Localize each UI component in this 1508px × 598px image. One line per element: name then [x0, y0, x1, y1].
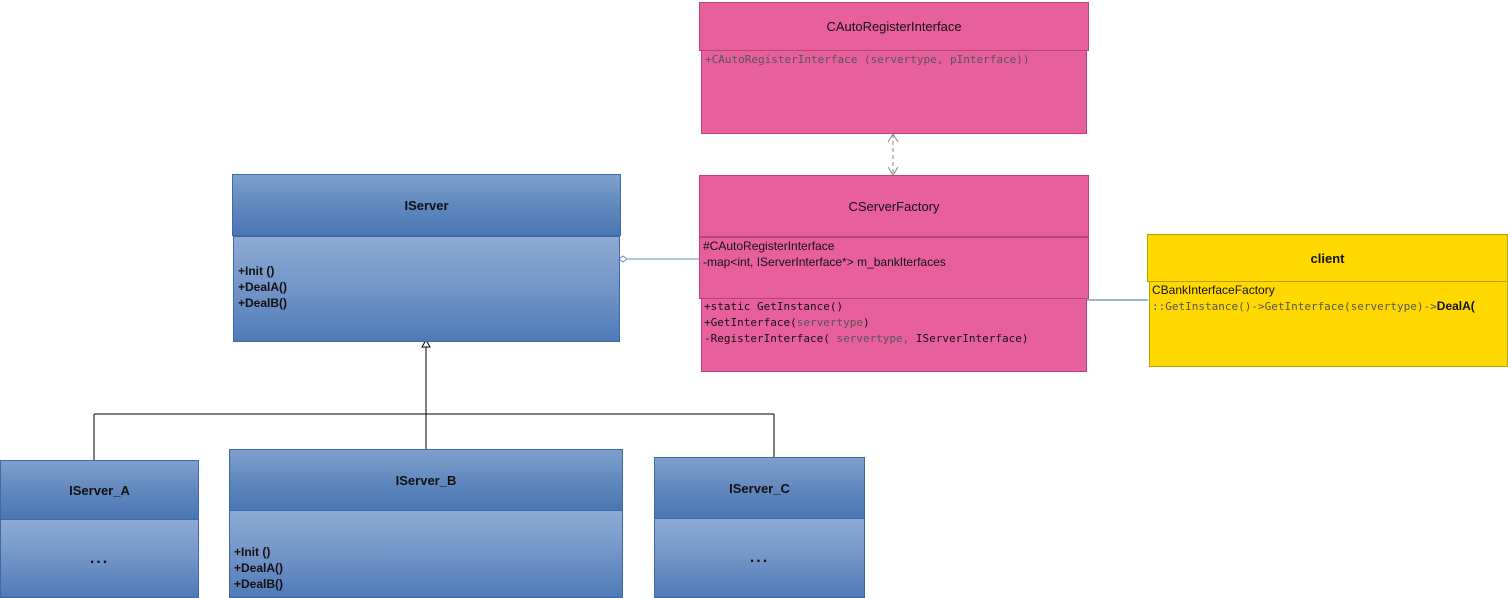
class-body: ... — [0, 519, 199, 598]
class-attributes: #CAutoRegisterInterface -map<int, IServe… — [699, 237, 1089, 299]
class-iserver-a[interactable]: IServer_A ... — [0, 460, 199, 598]
class-operations: +Init () +DealA() +DealB() — [229, 510, 623, 598]
class-cautoregisterinterface[interactable]: CAutoRegisterInterface +CAutoRegisterInt… — [699, 2, 1089, 134]
operation: +static GetInstance() — [704, 300, 844, 313]
class-body: CBankInterfaceFactory ::GetInstance()->G… — [1149, 281, 1508, 367]
class-operations: +CAutoRegisterInterface (servertype, pIn… — [701, 50, 1087, 134]
class-name: IServer — [404, 197, 449, 213]
ellipsis: ... — [749, 549, 770, 566]
class-header: IServer_B — [229, 449, 623, 511]
class-name: CServerFactory — [848, 198, 940, 214]
class-iserver-c[interactable]: IServer_C ... — [654, 457, 865, 598]
client-line: ::GetInstance()->GetInterface(servertype… — [1152, 299, 1475, 313]
class-iserver[interactable]: IServer +Init () +DealA() +DealB() — [232, 174, 621, 342]
operation: -RegisterInterface( servertype, IServerI… — [704, 332, 1029, 345]
class-header: IServer_A — [0, 460, 199, 520]
operation: +DealA() — [234, 561, 284, 575]
class-header: CServerFactory — [699, 175, 1089, 237]
class-header: client — [1147, 234, 1508, 282]
class-operations: +static GetInstance() +GetInterface(serv… — [701, 298, 1087, 372]
class-name: IServer_A — [69, 482, 130, 498]
ellipsis: ... — [89, 549, 110, 567]
class-cserverfactory[interactable]: CServerFactory #CAutoRegisterInterface -… — [699, 175, 1089, 372]
operation: +DealA() — [238, 280, 288, 294]
class-name: CAutoRegisterInterface — [826, 19, 962, 34]
operation: +DealB() — [234, 577, 284, 591]
attribute: #CAutoRegisterInterface — [703, 239, 835, 253]
class-header: CAutoRegisterInterface — [699, 2, 1089, 51]
dependency-arrow-top — [887, 133, 899, 143]
class-header: IServer — [232, 174, 621, 236]
class-body: ... — [654, 518, 865, 598]
operation: +CAutoRegisterInterface (servertype, pIn… — [705, 53, 1030, 66]
inheritance-arrowhead — [421, 338, 431, 348]
class-header: IServer_C — [654, 457, 865, 519]
class-operations: +Init () +DealA() +DealB() — [233, 236, 620, 342]
operation: +Init () — [238, 264, 275, 278]
class-name: IServer_C — [729, 480, 790, 496]
class-name: IServer_B — [395, 472, 457, 488]
client-line: CBankInterfaceFactory — [1152, 283, 1275, 297]
class-name: client — [1310, 250, 1345, 266]
class-client[interactable]: client CBankInterfaceFactory ::GetInstan… — [1147, 234, 1508, 367]
aggregation-diamond — [618, 255, 628, 263]
operation: +GetInterface(servertype) — [704, 316, 870, 329]
operation: +Init () — [234, 545, 271, 559]
class-iserver-b[interactable]: IServer_B +Init () +DealA() +DealB() — [229, 449, 623, 598]
operation: +DealB() — [238, 296, 288, 310]
attribute: -map<int, IServerInterface*> m_bankIterf… — [703, 255, 946, 269]
